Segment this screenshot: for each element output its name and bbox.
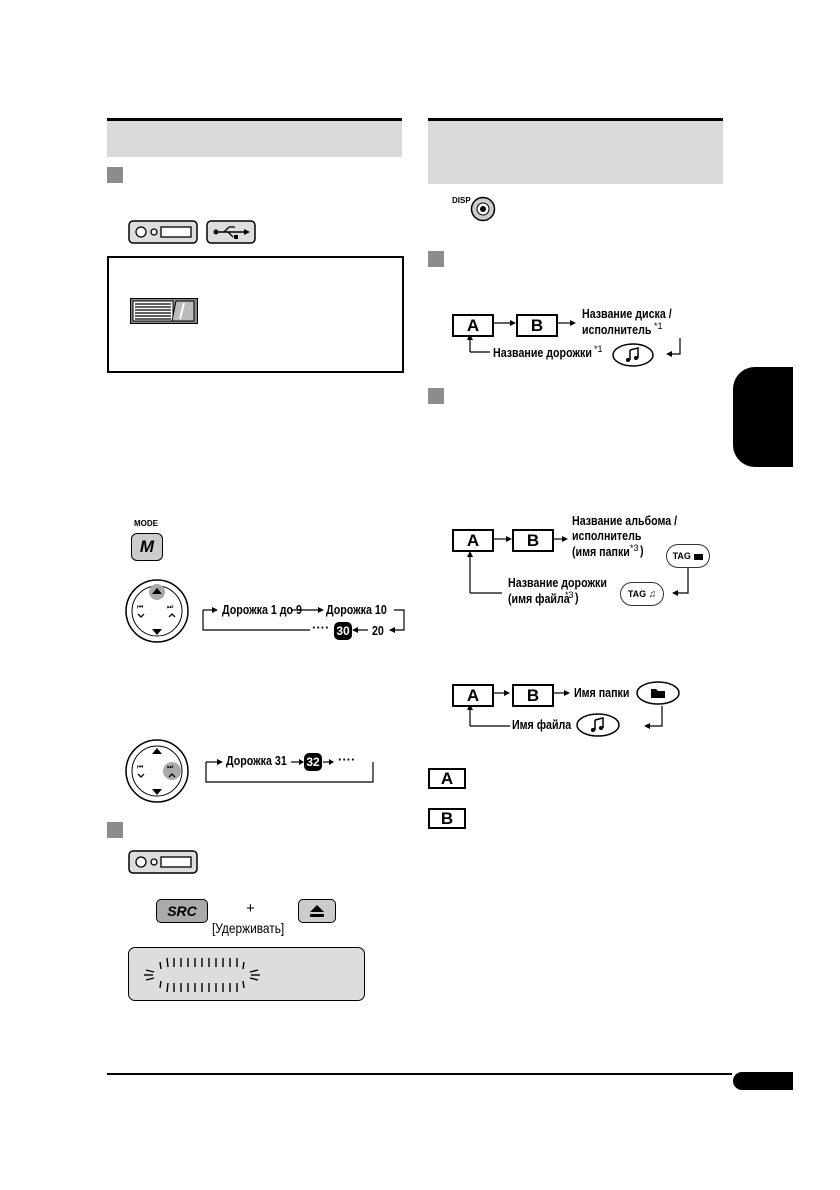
disp-button[interactable] (470, 196, 496, 222)
src-button[interactable]: SRC (156, 899, 208, 923)
tag-flow-box-b: B (512, 529, 554, 552)
file-note-button[interactable] (576, 713, 620, 737)
disc-flow-title: Название диска / (582, 306, 672, 321)
plus-sign: + (246, 900, 255, 917)
track-seq-1-badge: 30 (334, 622, 352, 640)
mode-key-label: M (139, 537, 155, 556)
track-seq-1-mid: 20 (372, 623, 384, 638)
tag-flow-album-close: ) (640, 543, 644, 558)
tag-folder-label: TAG (672, 551, 691, 561)
tag-flow-track-1: Название дорожки (508, 575, 607, 590)
legend-box-b: B (428, 808, 466, 829)
track-seq-1-start: Дорожка 1 до 9 (222, 602, 302, 617)
music-note-icon: ♫ (648, 589, 657, 600)
tag-folder-button[interactable]: TAG (666, 544, 710, 568)
track-seq-2-badge: 32 (304, 753, 322, 771)
step-marker-r1 (428, 251, 444, 267)
music-note-button[interactable] (612, 343, 654, 367)
disc-source-icon-2 (128, 850, 198, 874)
tag-flow-album-2: исполнитель (572, 528, 642, 543)
track-seq-2-dots: ···· (338, 752, 356, 767)
eject-icon (310, 905, 324, 917)
tag-flow-lines (467, 536, 689, 596)
disc-flow-box-b: B (516, 314, 558, 337)
folder-flow-folder-name: Имя папки (574, 685, 630, 700)
page-number-badge (733, 1072, 793, 1090)
mode-button[interactable]: M (131, 533, 163, 561)
folder-icon (694, 553, 704, 560)
svg-text:⏮: ⏮ (137, 603, 143, 611)
control-pad-next[interactable]: ⏮ ⏭ (124, 738, 190, 804)
disp-label: DISP (452, 196, 471, 205)
disc-flow-track-footnote: *1 (594, 344, 603, 354)
disc-flow-performer-line: исполнитель *1 (582, 321, 667, 339)
tag-flow-box-a: A (452, 529, 494, 552)
mode-caption: MODE (134, 519, 158, 528)
folder-flow-box-b: B (512, 684, 554, 707)
step-marker-1 (107, 167, 123, 183)
svg-text:⏭: ⏭ (167, 603, 174, 611)
tag-flow-track-2: (имя файла (508, 591, 570, 606)
disc-flow-performer: исполнитель (582, 322, 652, 337)
tag-flow-album-1: Название альбома / (572, 513, 678, 528)
tag-flow-album-footnote: *3 (630, 543, 639, 553)
disc-flow-box-a: A (452, 314, 494, 337)
track-seq-2-lines (205, 759, 374, 783)
folder-flow-lines (467, 690, 663, 729)
disc-flow-lines (467, 320, 681, 357)
disc-flow-track-line: Название дорожки *1 (493, 344, 614, 362)
svg-text:⏭: ⏭ (167, 763, 174, 771)
folder-flow-file-name: Имя файла (512, 717, 572, 732)
hold-label: [Удерживать] (212, 920, 285, 936)
src-label: SRC (167, 903, 197, 919)
footer-rule (107, 1073, 732, 1075)
disc-source-icon (128, 220, 198, 244)
right-section-header (428, 118, 723, 184)
track-seq-1-dots: ···· (312, 620, 330, 635)
track-seq-2-start: Дорожка 31 (226, 753, 287, 768)
tag-flow-album-3-line: (имя папки *3 ) (572, 543, 644, 561)
usb-source-icon (206, 220, 256, 244)
left-section-header (107, 118, 402, 157)
language-tab (733, 367, 793, 467)
track-seq-1-lines (202, 607, 405, 633)
tag-flow-track-footnote: *3 (565, 590, 574, 600)
legend-box-a: A (428, 768, 466, 789)
disc-flow-footnote: *1 (654, 321, 663, 331)
flash-rays-icon (144, 957, 260, 993)
svg-text:⏮: ⏮ (137, 763, 143, 771)
tag-track-label: TAG (627, 589, 647, 599)
display-icon (130, 298, 198, 324)
track-seq-1-next: Дорожка 10 (326, 602, 387, 617)
eject-button[interactable] (298, 899, 336, 923)
step-marker-r2 (428, 388, 444, 404)
info-frame (107, 256, 404, 373)
control-pad-up[interactable]: ⏮ ⏭ (124, 578, 190, 644)
step-marker-3 (107, 822, 123, 838)
tag-track-button[interactable]: TAG ♫ (620, 582, 664, 606)
tag-flow-track-close: ) (575, 590, 579, 605)
tag-flow-track-2-line: (имя файла *3 ) (508, 590, 583, 608)
folder-button[interactable] (636, 681, 680, 705)
disc-flow-track: Название дорожки (493, 345, 592, 360)
folder-flow-box-a: A (452, 684, 494, 707)
tag-flow-album-3: (имя папки (572, 544, 630, 559)
